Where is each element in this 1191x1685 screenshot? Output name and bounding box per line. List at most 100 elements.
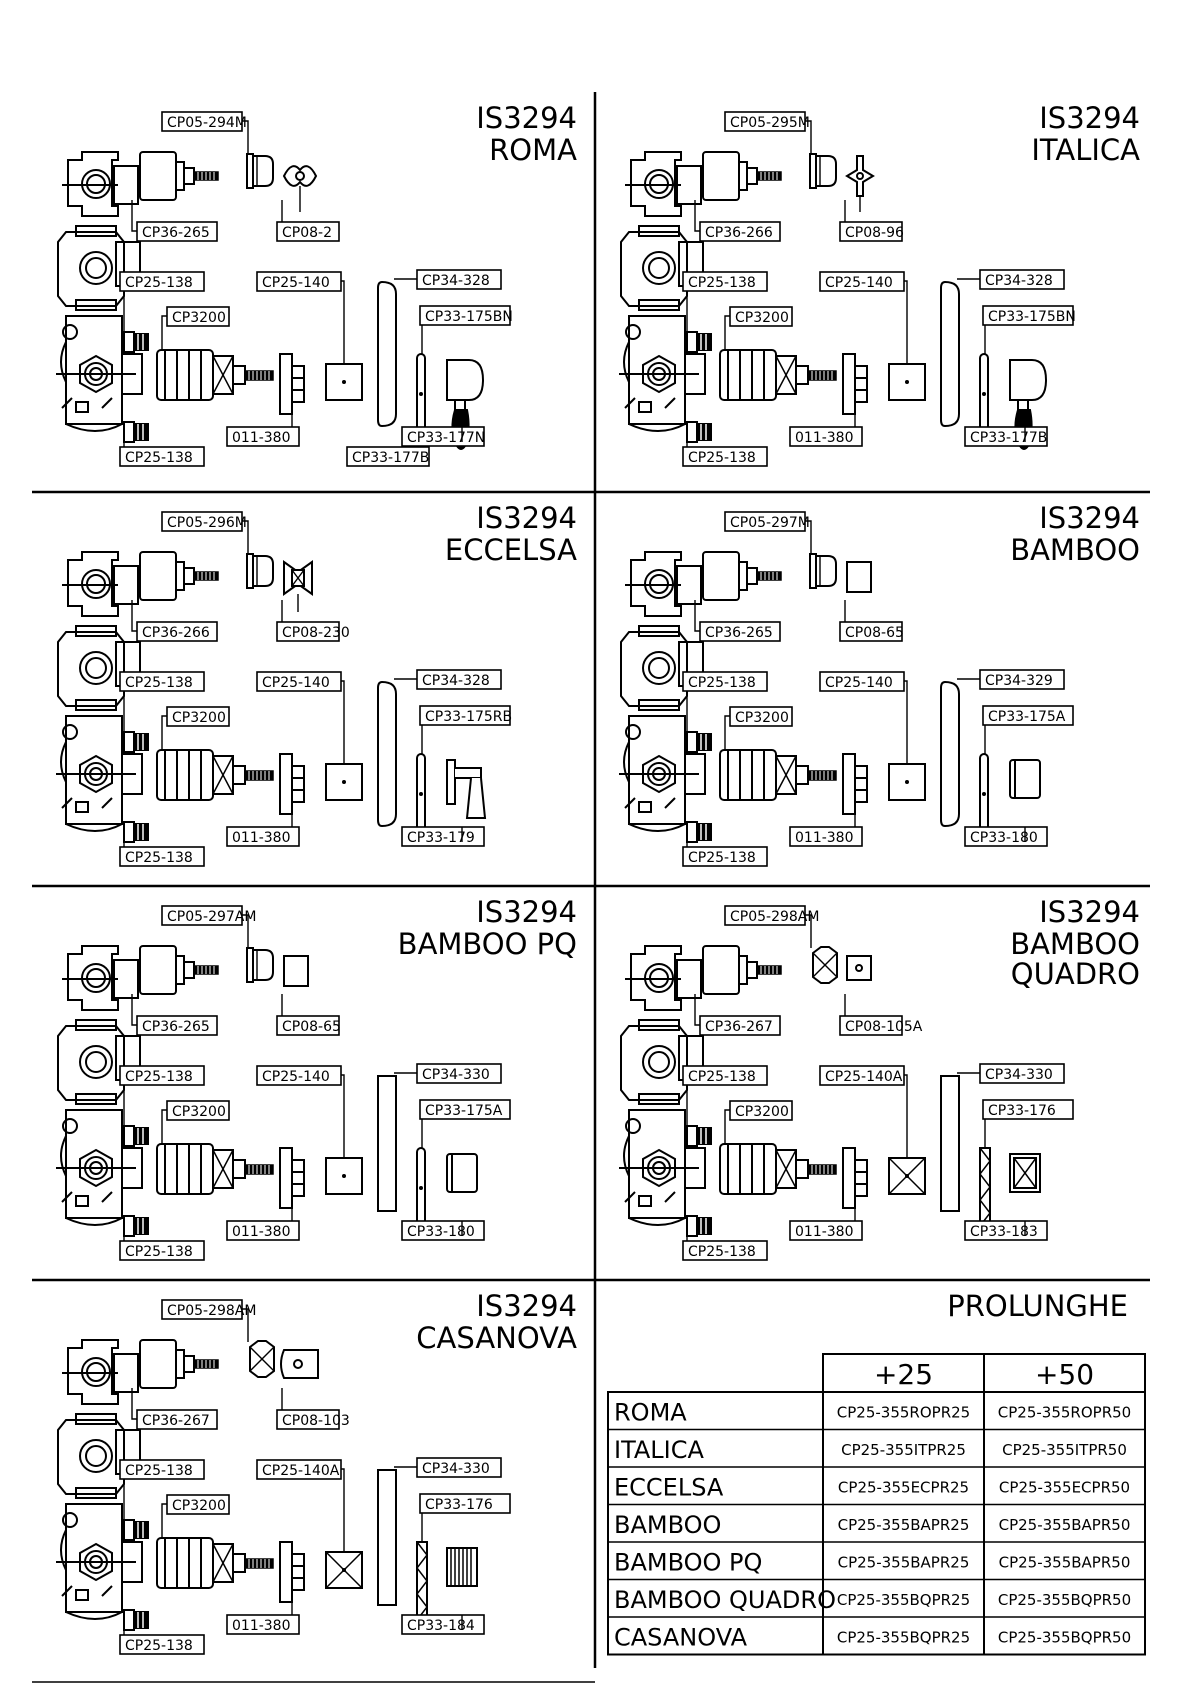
port-circle [642, 651, 676, 685]
side-fitting [686, 731, 712, 753]
leader-line [131, 994, 137, 1026]
label-fitting-top: CP25-138 [682, 1065, 768, 1086]
label-handle-part: CP08-96 [839, 221, 904, 242]
trim-sleeve [888, 1157, 926, 1195]
label-rosette-text: CP33-175BN [988, 309, 1076, 325]
label-plate: CP34-328 [416, 669, 502, 690]
leader-line [694, 200, 700, 232]
label-rosette: CP33-175A [982, 705, 1074, 726]
label-fitting-bottom: CP25-138 [119, 1240, 205, 1261]
diverter-handle [283, 955, 309, 987]
label-fitting-top-text: CP25-138 [688, 1069, 756, 1085]
label-sleeve: CP25-140 [819, 271, 905, 292]
label-top-part-text: CP05-296M [167, 515, 247, 531]
label-sleeve-text: CP25-140 [262, 675, 330, 691]
middle-block [57, 1419, 125, 1495]
port-circle [644, 569, 674, 599]
label-rosette-text: CP33-175A [425, 1103, 503, 1119]
label-sleeve: CP25-140A [256, 1459, 342, 1480]
label-plate: CP34-330 [416, 1457, 502, 1478]
diverter-handle [846, 955, 872, 981]
leader-line [161, 1503, 167, 1538]
lever-handle [1009, 1153, 1041, 1193]
middle-block [620, 231, 688, 307]
top-cartridge [139, 1339, 219, 1389]
hex-port [642, 1148, 676, 1188]
panel-title-name: ECCELSA [445, 533, 577, 567]
label-plate-text: CP34-330 [422, 1461, 490, 1477]
label-rosette: CP33-175BN [982, 305, 1076, 326]
label-cartridge-text: CP3200 [172, 1498, 226, 1514]
cover-plate [940, 1075, 960, 1212]
ring-nut [279, 1147, 305, 1209]
label-body-part: CP36-266 [699, 221, 781, 242]
label-lever-a: CP33-184 [401, 1614, 485, 1635]
top-diverter-block [630, 945, 682, 1011]
label-rosette-text: CP33-176 [988, 1103, 1056, 1119]
cover-plate [377, 680, 397, 828]
label-nut: 011-380 [226, 1614, 300, 1635]
panel-title-name: QUADRO [1011, 957, 1140, 991]
label-rosette: CP33-176 [982, 1099, 1074, 1120]
label-body-part: CP36-265 [136, 1015, 218, 1036]
hex-port [642, 354, 676, 394]
side-fitting [123, 1125, 149, 1147]
label-rosette: CP33-175A [419, 1099, 511, 1120]
rosette [416, 353, 426, 435]
label-fitting-bottom: CP25-138 [119, 846, 205, 867]
table-row-name: ROMA [614, 1399, 687, 1427]
label-fitting-bottom-text: CP25-138 [688, 450, 756, 466]
spindle [807, 370, 837, 381]
leader-line [131, 1388, 137, 1420]
diverter-handle [280, 1349, 319, 1379]
panel-title-name: ITALICA [1031, 133, 1140, 167]
label-fitting-top: CP25-138 [119, 671, 205, 692]
table-cell-50: CP25-355BAPR50 [999, 1554, 1131, 1572]
trim-sleeve [888, 363, 926, 401]
lower-block [65, 715, 123, 825]
table-cell-50: CP25-355ITPR50 [1002, 1441, 1127, 1459]
label-nut: 011-380 [226, 826, 300, 847]
table-body-box [607, 1391, 1146, 1656]
hex-port [79, 354, 113, 394]
table-cell-50: CP25-355BQPR50 [998, 1591, 1131, 1609]
thermostatic-cartridge [719, 349, 837, 401]
side-fitting [686, 421, 712, 443]
label-handle-part: CP08-65 [839, 621, 904, 642]
label-cartridge: CP3200 [166, 306, 230, 327]
label-fitting-bottom-text: CP25-138 [688, 850, 756, 866]
label-top-part: CP05-297M [724, 511, 810, 532]
leader-line [341, 280, 345, 364]
label-nut: 011-380 [226, 426, 300, 447]
rosette [416, 1541, 428, 1621]
label-handle-part: CP08-65 [276, 1015, 341, 1036]
label-sleeve-text: CP25-140A [262, 1463, 340, 1479]
table-cell-25: CP25-355BQPR25 [837, 1591, 970, 1609]
label-top-part-text: CP05-295M [730, 115, 810, 131]
cartridge-body [139, 945, 177, 995]
label-fitting-top-text: CP25-138 [125, 1463, 193, 1479]
label-fitting-bottom: CP25-138 [119, 446, 205, 467]
label-plate-text: CP34-329 [985, 673, 1053, 689]
middle-block [620, 1025, 688, 1101]
label-cartridge: CP3200 [729, 1100, 793, 1121]
label-lever-a: CP33-177B [964, 426, 1048, 447]
port-circle [81, 569, 111, 599]
label-fitting-top: CP25-138 [682, 671, 768, 692]
label-top-part-text: CP05-298AM [167, 1303, 256, 1319]
label-fitting-bottom: CP25-138 [119, 1634, 205, 1655]
spindle [244, 1558, 274, 1569]
hex-port [642, 754, 676, 794]
label-body-part: CP36-267 [136, 1409, 218, 1430]
rosette [979, 753, 989, 835]
label-sleeve-text: CP25-140 [825, 675, 893, 691]
label-lever-b: CP33-177B [346, 446, 430, 467]
valve-body-assembly [619, 551, 706, 832]
middle-block [57, 631, 125, 707]
label-fitting-bottom-text: CP25-138 [688, 1244, 756, 1260]
hex-port [79, 1148, 113, 1188]
